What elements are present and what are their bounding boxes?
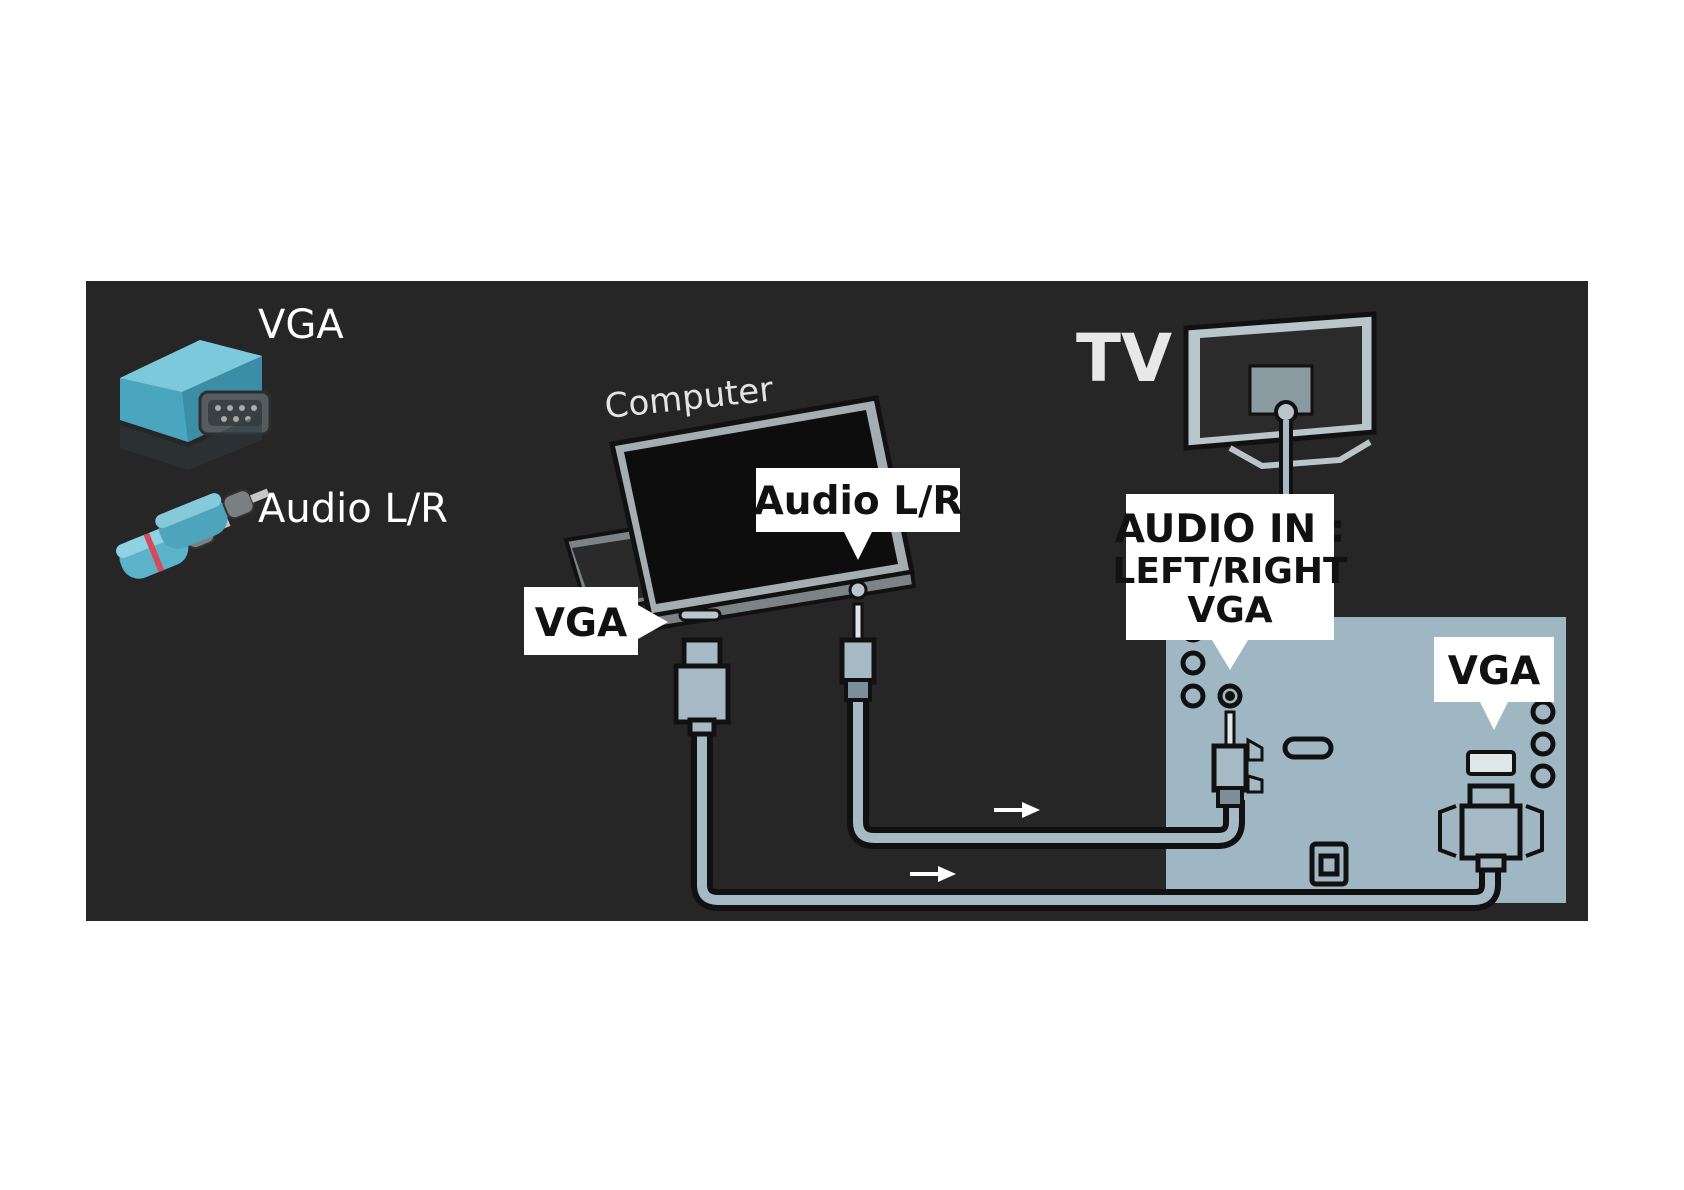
rca-connector-icon — [116, 488, 270, 579]
tv-vga-plug — [1438, 750, 1544, 873]
tv-label: TV — [1076, 320, 1172, 397]
tv-vga-callout-text: VGA — [1448, 649, 1540, 694]
signal-arrow-icon — [994, 802, 1040, 818]
tv-vga-callout: VGA — [1434, 637, 1554, 730]
computer-audio-callout: Audio L/R — [754, 468, 963, 560]
vga-connector-icon — [120, 340, 272, 470]
tv-audio-in-callout: AUDIO IN : LEFT/RIGHT VGA — [1112, 494, 1348, 670]
tv-audio-in-jack — [1225, 691, 1235, 701]
tv-icon — [1183, 311, 1377, 470]
signal-arrow-icon — [910, 866, 956, 882]
computer-vga-plug — [673, 637, 731, 737]
tv-audio-in-line3: VGA — [1187, 590, 1272, 631]
computer-vga-callout-text: VGA — [535, 601, 627, 646]
legend-vga-label: VGA — [258, 302, 344, 348]
computer-vga-callout: VGA — [524, 587, 668, 655]
computer-audio-callout-text: Audio L/R — [754, 479, 963, 524]
tv-audio-in-line1: AUDIO IN : — [1115, 507, 1346, 552]
tv-audio-plug — [1211, 710, 1264, 808]
tv-audio-in-line2: LEFT/RIGHT — [1112, 551, 1348, 592]
computer-audio-plug — [839, 602, 877, 702]
legend-audio-label: Audio L/R — [258, 486, 448, 532]
